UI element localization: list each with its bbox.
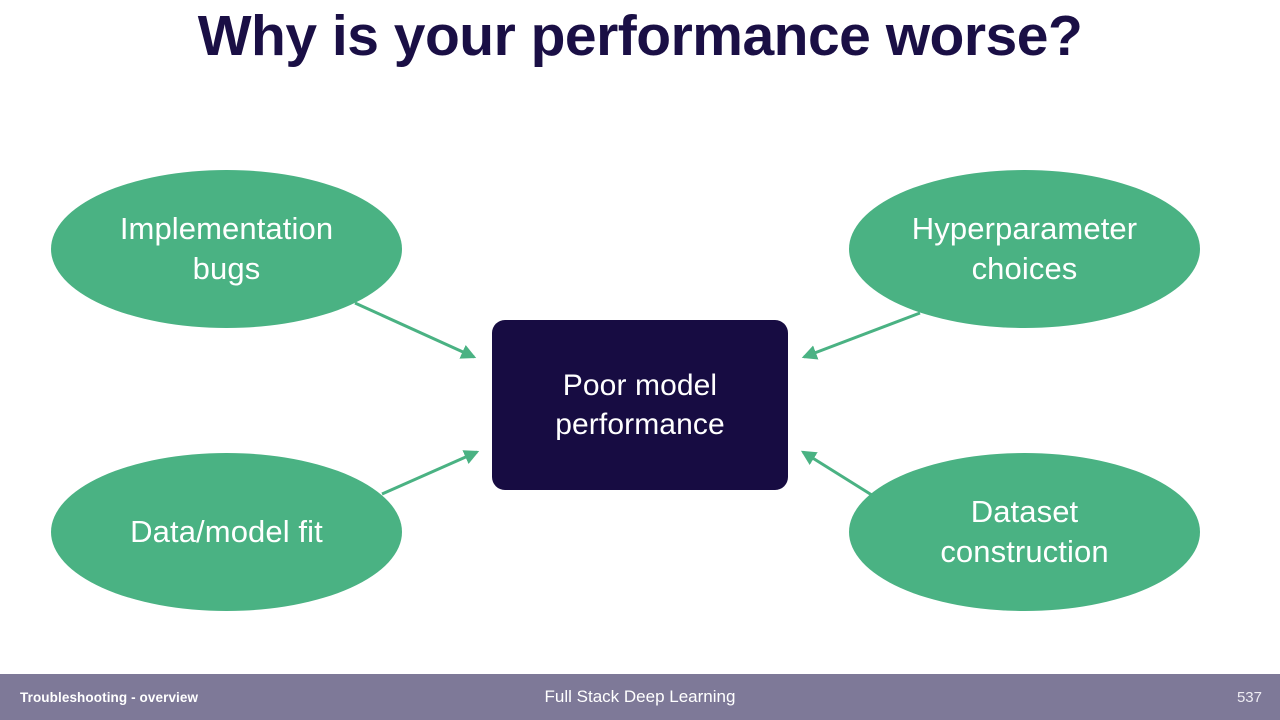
arrow-hyperparameter-choices-to-center (801, 311, 921, 360)
slide-footer: Full Stack Deep Learning Troubleshooting… (0, 674, 1280, 720)
node-data-model-fit[interactable]: Data/model fit (51, 453, 402, 611)
arrow-data-model-fit-to-center (381, 450, 480, 496)
page-title: Why is your performance worse? (197, 4, 1083, 68)
node-implementation-bugs-label: Implementation bugs (119, 211, 334, 286)
node-dataset-construction-label: Dataset construction (940, 494, 1109, 569)
node-implementation-bugs[interactable]: Implementation bugs (51, 170, 402, 328)
node-poor-model-performance-label: Poor model performance (555, 369, 725, 441)
node-dataset-construction[interactable]: Dataset construction (849, 453, 1200, 611)
node-hyperparameter-choices[interactable]: Hyperparameter choices (849, 170, 1200, 328)
arrow-dataset-construction-to-center (800, 450, 876, 499)
node-poor-model-performance[interactable]: Poor model performance (492, 320, 788, 490)
node-data-model-fit-label: Data/model fit (130, 514, 323, 550)
node-hyperparameter-choices-label: Hyperparameter choices (911, 211, 1138, 286)
arrow-layer (354, 301, 921, 499)
footer-course-name: Full Stack Deep Learning (544, 687, 736, 706)
footer-page-number: 537 (1236, 688, 1262, 706)
footer-section-label: Troubleshooting - overview (20, 689, 199, 705)
arrow-implementation-bugs-to-center (354, 301, 477, 359)
concept-diagram: Implementation bugs Hyperparameter choic… (51, 170, 1200, 611)
